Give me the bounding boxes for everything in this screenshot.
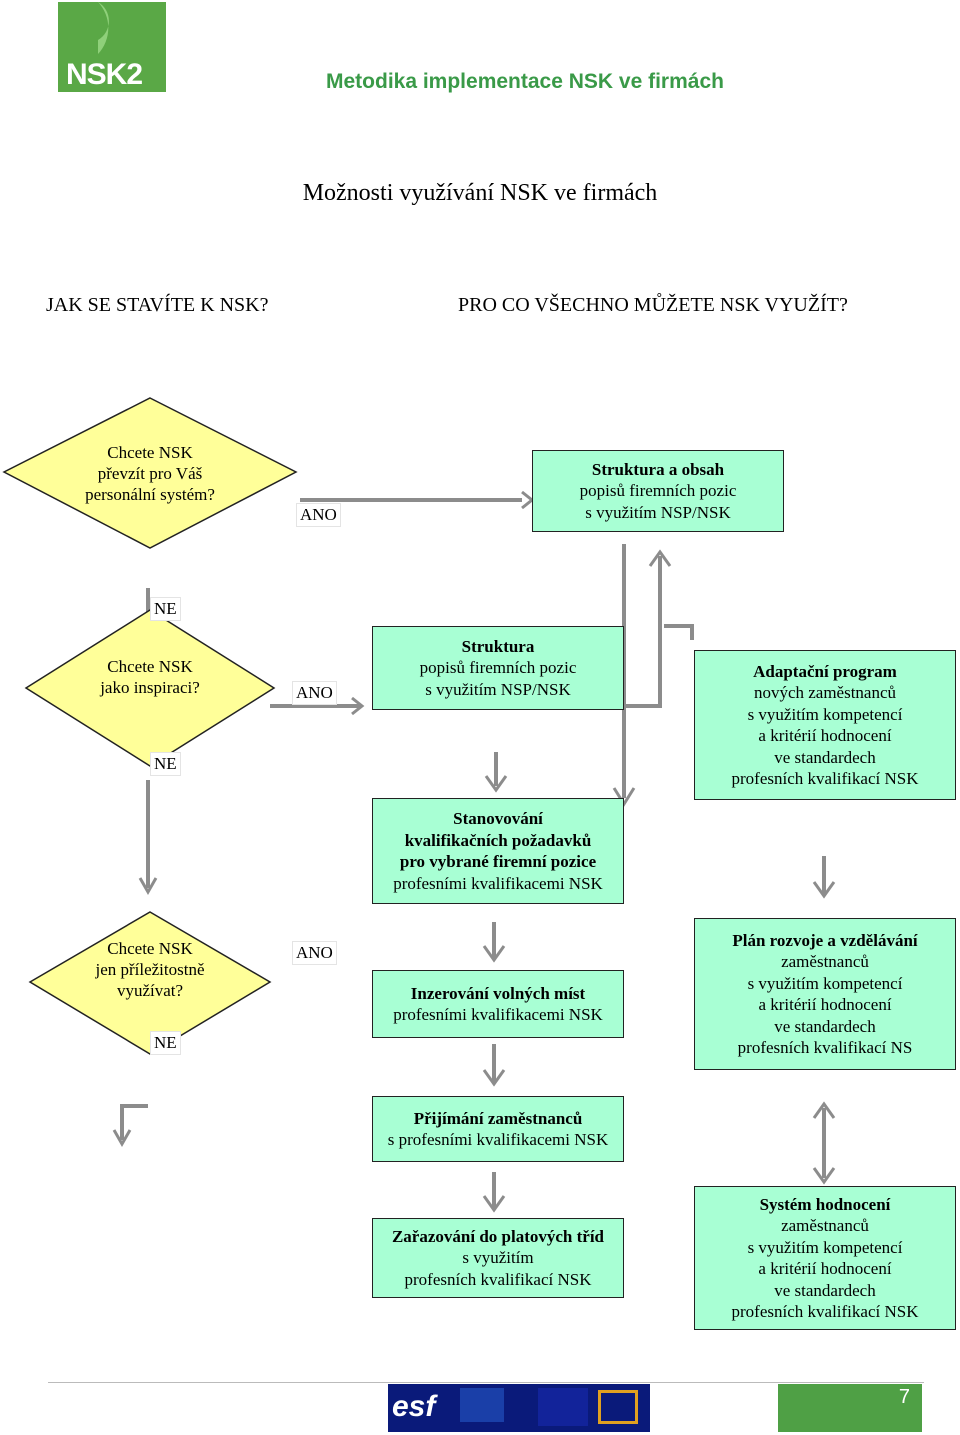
eu-flag-icon (460, 1388, 504, 1422)
nsk2-logo: NSK2 (58, 2, 166, 92)
box-adaptacni-program: Adaptační program nových zaměstnanců s v… (694, 650, 956, 800)
question-right: PRO CO VŠECHNO MŮŽETE NSK VYUŽÍT? (458, 294, 848, 316)
decision-diamond-1 (2, 397, 298, 549)
box-zarazovani: Zařazování do platových tříd s využitím … (372, 1218, 624, 1298)
box-system-hodnoceni: Systém hodnocení zaměstnanců s využitím … (694, 1186, 956, 1330)
decision-text-3: Chcete NSK jen příležitostně využívat? (95, 939, 205, 1000)
arrow-obsah-stanovovani (664, 624, 694, 640)
question-left: JAK SE STAVÍTE K NSK? (46, 294, 269, 316)
box-inzerovani: Inzerování volných míst profesními kvali… (372, 970, 624, 1038)
box-struktura-obsah: Struktura a obsah popisů firemních pozic… (532, 450, 784, 532)
decision-text-1: Chcete NSK převzít pro Váš personální sy… (85, 443, 215, 504)
box-plan-rozvoje: Plán rozvoje a vzdělávání zaměstnanců s … (694, 918, 956, 1070)
label-ano-3: ANO (292, 941, 337, 965)
esf-logo: esf (392, 1390, 436, 1423)
arrow-ne-3 (120, 1104, 148, 1140)
label-ne-1: NE (150, 597, 181, 621)
page-title: Možnosti využívání NSK ve firmách (302, 180, 658, 206)
footer-divider (48, 1382, 924, 1383)
header-title: Metodika implementace NSK ve firmách (326, 70, 724, 93)
box-stanovovani: Stanovování kvalifikačních požadavků pro… (372, 798, 624, 904)
page-number: 7 (778, 1384, 922, 1432)
msmt-logo-icon (538, 1388, 588, 1426)
footer-logos: esf (388, 1384, 650, 1432)
logo-text: NSK2 (66, 58, 143, 91)
label-ano-2: ANO (292, 681, 337, 705)
box-struktura: Struktura popisů firemních pozic s využi… (372, 626, 624, 710)
label-ne-2: NE (150, 752, 181, 776)
op-logo-icon (598, 1390, 638, 1424)
logo-arc-icon (98, 2, 109, 54)
label-ano-1: ANO (296, 503, 341, 527)
decision-text-2: Chcete NSK jako inspiraci? (100, 657, 200, 697)
box-prijimani: Přijímání zaměstnanců s profesními kvali… (372, 1096, 624, 1162)
label-ne-3: NE (150, 1031, 181, 1055)
